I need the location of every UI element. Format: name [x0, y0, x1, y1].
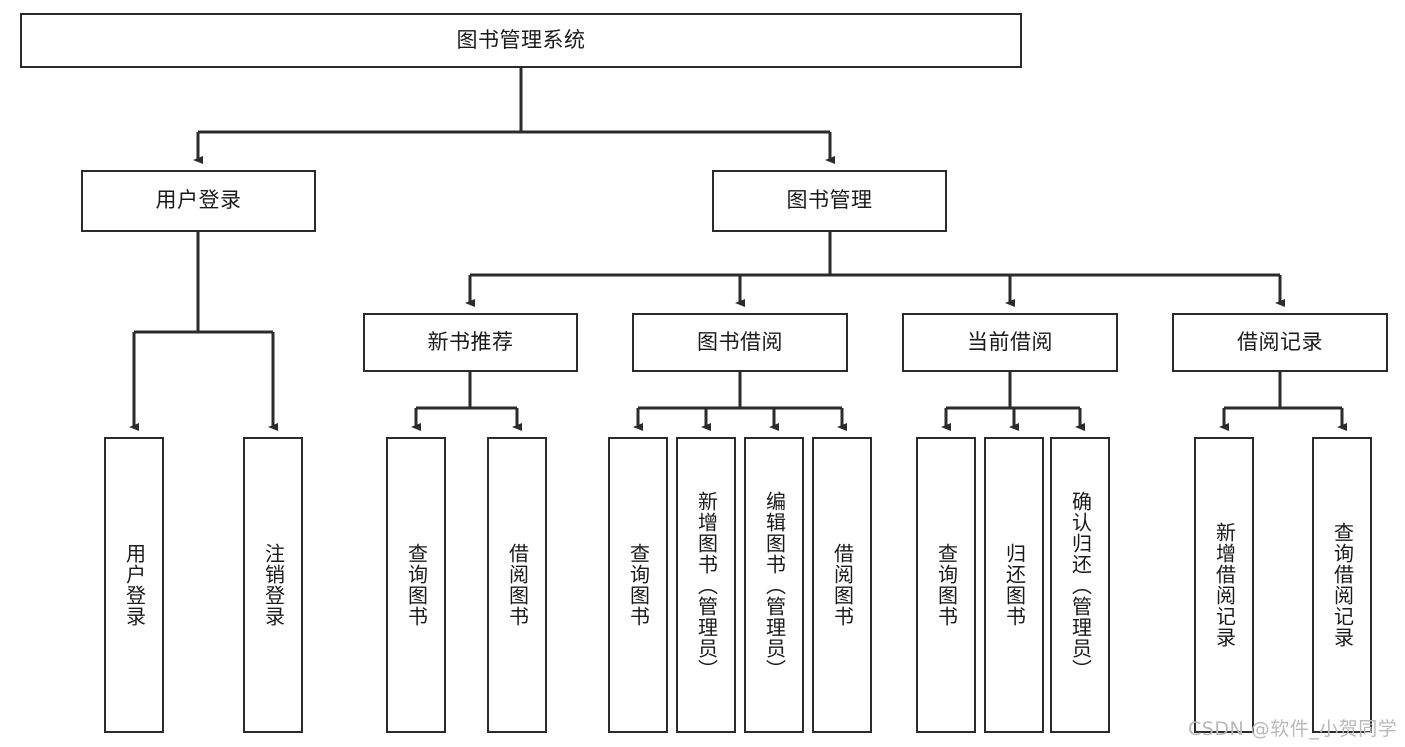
- node-book-borrow-label: 图书借阅: [697, 329, 783, 354]
- node-leaf-user-logout[interactable]: 注销登录: [243, 437, 303, 733]
- node-leaf-query-book-rec[interactable]: 查询图书: [386, 437, 446, 733]
- watermark: CSDN @软件_小贺同学: [1188, 718, 1398, 740]
- node-user-login[interactable]: 用户登录: [81, 170, 316, 232]
- node-book-borrow[interactable]: 图书借阅: [632, 313, 848, 372]
- node-leaf-borrow-book-rec-label: 借阅图书: [505, 543, 530, 627]
- node-leaf-query-book-borrow[interactable]: 查询图书: [608, 437, 668, 733]
- node-leaf-query-record-label: 查询借阅记录: [1330, 522, 1355, 648]
- node-leaf-add-book-admin[interactable]: 新增图书（管理员）: [676, 437, 736, 733]
- node-leaf-add-book-admin-label: 新增图书（管理员）: [694, 490, 719, 680]
- node-new-book-recommend-label: 新书推荐: [427, 329, 514, 354]
- node-leaf-borrow-book-label: 借阅图书: [830, 543, 855, 627]
- node-new-book-recommend[interactable]: 新书推荐: [363, 313, 578, 372]
- node-leaf-user-login-label: 用户登录: [122, 543, 147, 627]
- node-leaf-edit-book-admin-label: 编辑图书（管理员）: [762, 490, 787, 680]
- node-root[interactable]: 图书管理系统: [20, 13, 1022, 68]
- node-user-login-label: 用户登录: [155, 188, 242, 213]
- node-leaf-user-login[interactable]: 用户登录: [104, 437, 164, 733]
- node-current-borrow[interactable]: 当前借阅: [902, 313, 1118, 372]
- node-current-borrow-label: 当前借阅: [967, 329, 1053, 354]
- node-book-manage[interactable]: 图书管理: [712, 170, 947, 232]
- node-leaf-return-book[interactable]: 归还图书: [984, 437, 1044, 733]
- node-borrow-record-label: 借阅记录: [1237, 329, 1323, 354]
- node-leaf-user-logout-label: 注销登录: [261, 543, 286, 627]
- node-leaf-confirm-return-admin-label: 确认归还（管理员）: [1068, 490, 1093, 680]
- node-leaf-edit-book-admin[interactable]: 编辑图书（管理员）: [744, 437, 804, 733]
- node-leaf-query-record[interactable]: 查询借阅记录: [1312, 437, 1372, 733]
- node-leaf-add-record[interactable]: 新增借阅记录: [1194, 437, 1254, 733]
- node-borrow-record[interactable]: 借阅记录: [1172, 313, 1388, 372]
- node-leaf-borrow-book[interactable]: 借阅图书: [812, 437, 872, 733]
- node-book-manage-label: 图书管理: [786, 188, 873, 213]
- node-leaf-query-book-borrow-label: 查询图书: [626, 543, 651, 627]
- node-leaf-borrow-book-rec[interactable]: 借阅图书: [487, 437, 547, 733]
- node-leaf-query-book-cur[interactable]: 查询图书: [916, 437, 976, 733]
- node-leaf-query-book-rec-label: 查询图书: [404, 543, 429, 627]
- node-leaf-add-record-label: 新增借阅记录: [1212, 522, 1237, 648]
- node-root-label: 图书管理系统: [456, 27, 586, 52]
- node-leaf-query-book-cur-label: 查询图书: [934, 543, 959, 627]
- node-leaf-confirm-return-admin[interactable]: 确认归还（管理员）: [1050, 437, 1110, 733]
- node-leaf-return-book-label: 归还图书: [1002, 543, 1027, 627]
